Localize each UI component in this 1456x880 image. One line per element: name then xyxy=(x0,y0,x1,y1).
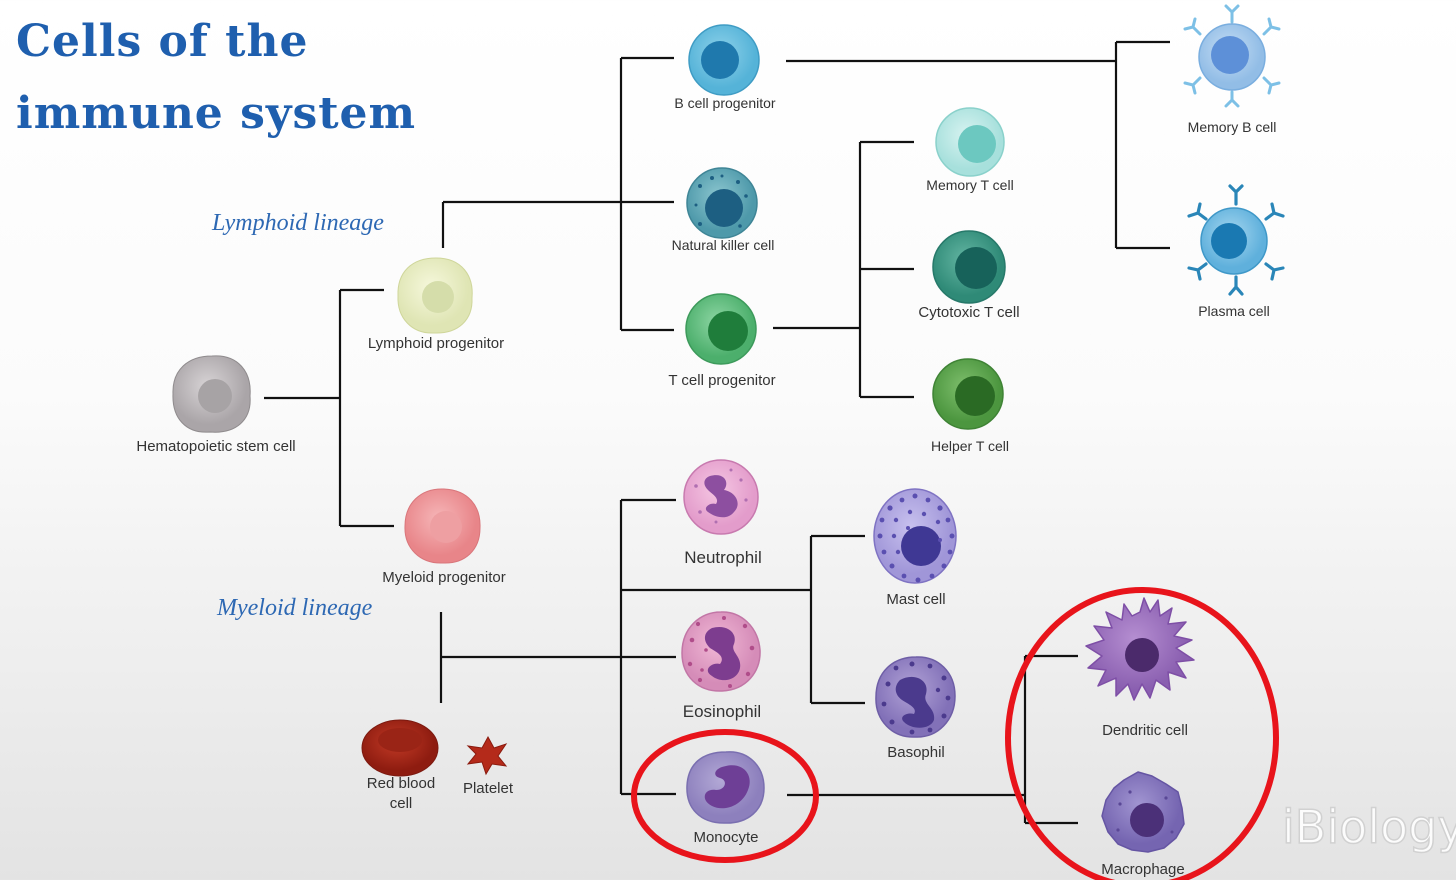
red-blood-cell-label: Red blood cell xyxy=(366,775,436,812)
myeloid-progenitor-label: Myeloid progenitor xyxy=(382,569,506,586)
memory-b-cell-label: Memory B cell xyxy=(1187,119,1277,135)
monocyte-highlight-circle xyxy=(631,729,819,863)
platelet-label: Platelet xyxy=(462,780,514,797)
neutrophil-label: Neutrophil xyxy=(684,548,762,567)
macrophage-label: Macrophage xyxy=(1101,861,1185,878)
cytotoxic-t-cell-label: Cytotoxic T cell xyxy=(918,304,1020,321)
mast-cell-icon xyxy=(873,488,957,584)
eosinophil-icon xyxy=(681,611,761,692)
natural-killer-cell-icon xyxy=(686,167,758,239)
helper-t-cell-label: Helper T cell xyxy=(930,438,1010,454)
b-cell-progenitor-icon xyxy=(688,24,760,96)
memory-b-cell-icon xyxy=(1183,4,1281,108)
macrophage-icon xyxy=(1101,771,1185,853)
page-title-line-1: Cells of the xyxy=(16,16,309,67)
natural-killer-cell-label: Natural killer cell xyxy=(671,237,775,253)
mast-cell-label: Mast cell xyxy=(886,591,946,608)
platelet-icon xyxy=(466,735,508,776)
myeloid-lineage-label: Myeloid lineage xyxy=(217,595,373,621)
helper-t-cell-icon xyxy=(932,358,1004,430)
eosinophil-label: Eosinophil xyxy=(682,702,762,721)
t-cell-progenitor-icon xyxy=(685,293,757,365)
memory-t-cell-icon xyxy=(935,107,1005,177)
hematopoietic-stem-cell-label: Hematopoietic stem cell xyxy=(136,438,296,455)
highlight-circles xyxy=(631,587,1279,880)
neutrophil-icon xyxy=(683,459,759,535)
connector-lines xyxy=(264,40,1170,825)
dendritic-macrophage-highlight-circle xyxy=(1005,587,1279,880)
ibiology-watermark: iBiology xyxy=(1281,799,1456,855)
plasma-cell-icon xyxy=(1187,184,1285,296)
cytotoxic-t-cell-icon xyxy=(932,230,1006,304)
page-title-line-2: immune system xyxy=(16,88,417,139)
b-cell-progenitor-label: B cell progenitor xyxy=(674,95,776,111)
basophil-label: Basophil xyxy=(887,744,945,761)
hematopoietic-stem-cell-icon xyxy=(172,355,251,433)
lymphoid-lineage-label: Lymphoid lineage xyxy=(212,210,384,236)
t-cell-progenitor-label: T cell progenitor xyxy=(668,372,776,389)
monocyte-icon xyxy=(686,751,765,824)
plasma-cell-label: Plasma cell xyxy=(1198,303,1270,319)
dendritic-cell-icon xyxy=(1085,597,1195,701)
red-blood-cell-icon xyxy=(361,719,439,777)
monocyte-label: Monocyte xyxy=(693,829,759,846)
dendritic-cell-label: Dendritic cell xyxy=(1102,722,1188,739)
lymphoid-progenitor-icon xyxy=(397,257,473,334)
lymphoid-progenitor-label: Lymphoid progenitor xyxy=(367,335,505,352)
basophil-icon xyxy=(875,656,956,738)
myeloid-progenitor-icon xyxy=(404,488,481,564)
memory-t-cell-label: Memory T cell xyxy=(926,177,1014,193)
